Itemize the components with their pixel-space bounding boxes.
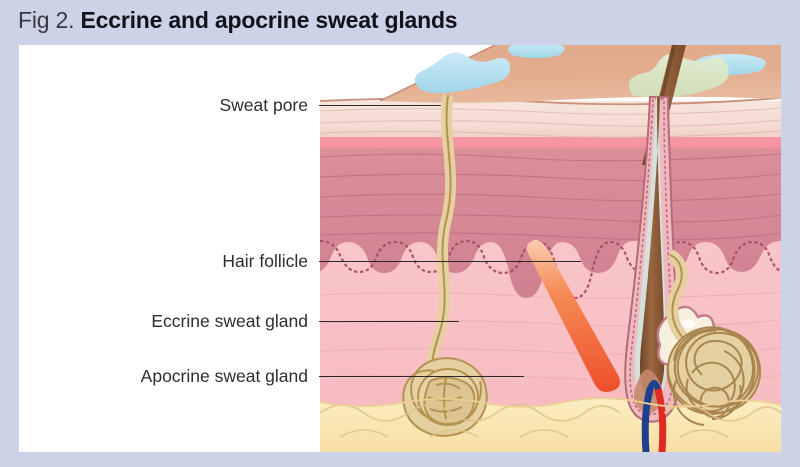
leader-line-hair-follicle (319, 261, 581, 262)
fat-lobules (320, 404, 781, 438)
leader-line-apocrine-sweat-gland (319, 376, 524, 377)
figure-panel: Sweat pore Hair follicle Eccrine sweat g… (19, 45, 781, 452)
blood-vessels (641, 380, 667, 452)
label-apocrine-sweat-gland: Apocrine sweat gland (140, 366, 308, 386)
figure-title: Eccrine and apocrine sweat glands (80, 7, 458, 33)
label-hair-follicle: Hair follicle (222, 251, 308, 271)
label-eccrine-sweat-gland: Eccrine sweat gland (151, 311, 308, 331)
skin-cross-section-illustration (320, 45, 781, 452)
figure-number: Fig 2. (18, 7, 75, 33)
label-sweat-pore: Sweat pore (219, 95, 308, 115)
eccrine-duct (426, 94, 457, 374)
eccrine-gland-coil (402, 357, 488, 437)
arrector-pili-muscle (526, 239, 620, 392)
apocrine-secretion (628, 54, 729, 98)
leader-line-eccrine-sweat-gland (319, 321, 459, 322)
leader-line-sweat-pore (319, 105, 441, 106)
page-title: Fig 2. Eccrine and apocrine sweat glands (18, 7, 458, 34)
figure-title-bar: Fig 2. Eccrine and apocrine sweat glands (0, 0, 800, 40)
